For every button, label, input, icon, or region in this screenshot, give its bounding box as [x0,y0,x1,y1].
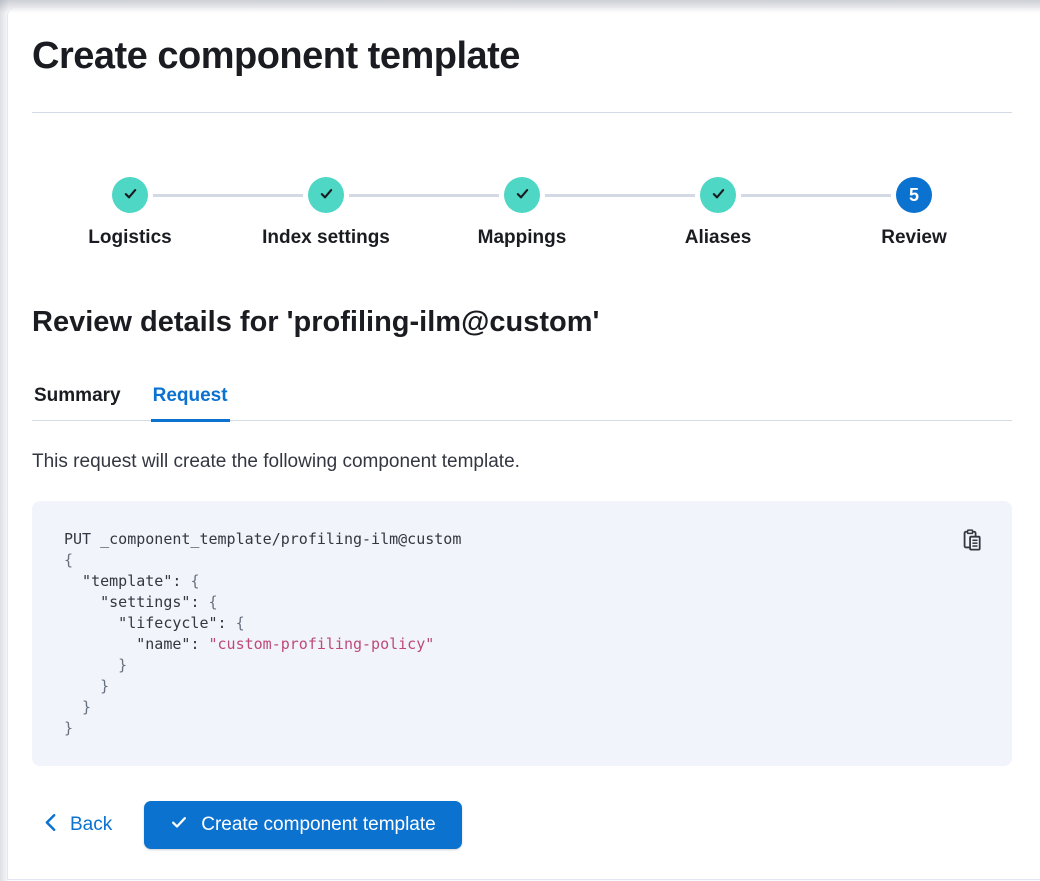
tab-summary[interactable]: Summary [32,385,123,422]
code-content: PUT _component_template/profiling-ilm@cu… [64,529,942,739]
code-segment: "custom-profiling-policy" [208,635,435,653]
code-segment: { [208,593,218,611]
code-line: "settings": { [64,592,942,613]
code-segment: { [64,551,74,569]
check-icon [170,813,188,837]
code-segment: : [217,614,236,632]
code-segment: } [64,677,110,695]
stepper-step-aliases[interactable]: Aliases [620,177,816,249]
step-status-circle [700,177,736,213]
review-tabs: Summary Request [32,385,1012,422]
code-segment: PUT _component_template/profiling-ilm@cu… [64,530,462,548]
check-icon [318,185,335,205]
stepper-step-mappings[interactable]: Mappings [424,177,620,249]
code-line: "template": { [64,571,942,592]
step-status-circle: 5 [896,177,932,213]
code-segment: : [172,572,191,590]
code-line: "name": "custom-profiling-policy" [64,634,942,655]
code-segment: : [190,635,209,653]
chevron-left-icon [44,813,57,837]
page-title: Create component template [32,35,520,77]
step-label: Index settings [262,227,390,248]
code-line: PUT _component_template/profiling-ilm@cu… [64,529,942,550]
copy-clipboard-icon [961,528,983,554]
code-line: } [64,676,942,697]
step-number: 5 [908,184,919,205]
code-segment: : [190,593,209,611]
create-component-template-button-label: Create component template [201,814,436,835]
code-segment: { [235,614,245,632]
back-button[interactable]: Back [32,808,124,843]
code-segment: "lifecycle" [64,614,218,632]
review-heading: Review details for 'profiling-ilm@custom… [32,306,600,338]
request-code-block: PUT _component_template/profiling-ilm@cu… [32,501,1012,766]
code-line: } [64,718,942,739]
step-label: Logistics [88,227,172,248]
code-line: } [64,655,942,676]
footer-actions: Back Create component template [32,801,1012,849]
back-button-label: Back [70,814,113,835]
step-label: Aliases [684,227,752,248]
check-icon [710,185,727,205]
stepper-step-index-settings[interactable]: Index settings [228,177,424,249]
step-label: Review [881,227,947,248]
step-label: Mappings [477,227,567,248]
step-status-circle [308,177,344,213]
stepper-step-review[interactable]: 5 Review [816,177,1012,249]
code-segment: "template" [64,572,173,590]
create-component-template-page: Create component template Logistics Inde… [7,8,1040,880]
check-icon [514,185,531,205]
wizard-stepper: Logistics Index settings Mappings [32,177,1012,249]
code-segment: "settings" [64,593,191,611]
copy-to-clipboard-button[interactable] [960,528,984,554]
tab-request[interactable]: Request [150,385,230,422]
code-segment: } [64,656,128,674]
request-description: This request will create the following c… [32,451,520,472]
code-segment: } [64,698,92,716]
code-line: } [64,697,942,718]
code-line: "lifecycle": { [64,613,942,634]
create-component-template-button[interactable]: Create component template [144,801,462,849]
code-segment: { [190,572,200,590]
stepper-step-logistics[interactable]: Logistics [32,177,228,249]
title-divider [32,112,1012,113]
step-status-circle [504,177,540,213]
code-segment: } [64,719,74,737]
code-line: { [64,550,942,571]
code-segment: "name" [64,635,191,653]
step-status-circle [112,177,148,213]
check-icon [122,185,139,205]
